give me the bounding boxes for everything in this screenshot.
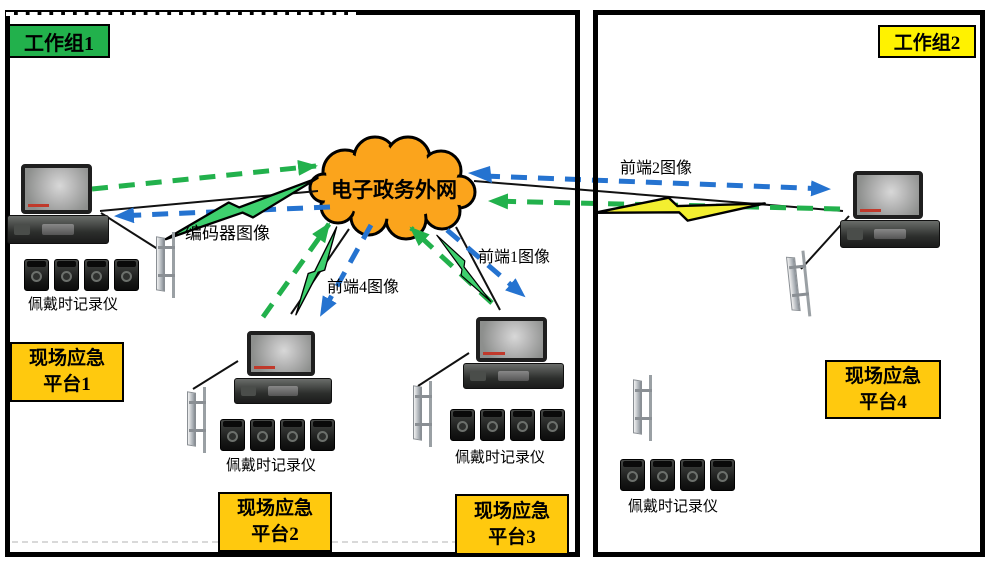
bodycam-label-platform3: 佩戴时记录仪 bbox=[455, 450, 546, 466]
bodycam-label-platform1: 佩戴时记录仪 bbox=[28, 297, 119, 313]
bodycam-icon bbox=[510, 409, 535, 441]
antenna-blade bbox=[413, 385, 422, 441]
antenna-bar bbox=[158, 274, 175, 277]
platform4-line1: 现场应急 bbox=[844, 365, 921, 387]
bodycam-icon bbox=[650, 459, 675, 491]
antenna-icon-platform1 bbox=[155, 232, 183, 300]
bodycam-icon bbox=[280, 419, 305, 451]
platform2-line2: 平台2 bbox=[251, 524, 299, 545]
front4-image-link-label: 前端4图像 bbox=[327, 279, 400, 296]
antenna-pole bbox=[801, 250, 812, 317]
laptop-screen bbox=[853, 171, 923, 219]
downlink-blue-arrows bbox=[114, 173, 831, 317]
bodycam-icon bbox=[250, 419, 275, 451]
platform4-label: 现场应急 平台4 bbox=[825, 360, 941, 419]
bodycam-group-platform3 bbox=[450, 409, 565, 441]
platform2-label: 现场应急 平台2 bbox=[218, 492, 332, 552]
laptop-screen bbox=[20, 164, 92, 214]
rugged-laptop-platform4-icon bbox=[840, 171, 940, 248]
workgroup2-label: 工作组2 bbox=[878, 25, 976, 58]
laptop-base bbox=[234, 377, 332, 404]
antenna-bar bbox=[189, 401, 206, 404]
platform1-label: 现场应急 平台1 bbox=[10, 342, 124, 402]
antenna-icon-platform3 bbox=[412, 381, 440, 449]
antenna-bar bbox=[415, 423, 432, 426]
laptop-screen bbox=[247, 331, 316, 377]
rugged-laptop-platform1-icon bbox=[7, 164, 109, 244]
bodycam-label-platform4: 佩戴时记录仪 bbox=[628, 499, 719, 515]
bodycam-icon bbox=[480, 409, 505, 441]
bodycam-icon bbox=[24, 259, 49, 291]
egov-extranet-cloud: 电子政务外网 bbox=[308, 135, 477, 241]
bodycam-icon bbox=[710, 459, 735, 491]
platform2-line1: 现场应急 bbox=[236, 498, 313, 520]
antenna-bar bbox=[158, 246, 175, 249]
platform4-line2: 平台4 bbox=[859, 391, 907, 413]
antenna-pole bbox=[172, 232, 175, 298]
bodycam-icon bbox=[620, 459, 645, 491]
laptop-base bbox=[7, 215, 109, 244]
antenna-pole bbox=[203, 387, 206, 453]
platform3-line1: 现场应急 bbox=[473, 500, 550, 522]
platform3-line2: 平台3 bbox=[488, 526, 536, 548]
antenna-blade bbox=[187, 391, 196, 447]
rugged-laptop-platform3-icon bbox=[463, 317, 564, 389]
bodycam-group-platform2 bbox=[220, 419, 335, 451]
workgroup1-label: 工作组1 bbox=[8, 24, 110, 58]
workgroup1-text: 工作组1 bbox=[24, 32, 94, 55]
antenna-bar bbox=[415, 395, 432, 398]
antenna-bar bbox=[189, 429, 206, 432]
bodycam-icon bbox=[220, 419, 245, 451]
workgroup2-text: 工作组2 bbox=[893, 33, 961, 54]
antenna-blade bbox=[633, 379, 642, 435]
bodycam-icon bbox=[114, 259, 139, 291]
front2-image-link-label: 前端2图像 bbox=[620, 160, 693, 177]
platform1-line2: 平台1 bbox=[43, 374, 91, 395]
platform1-line1: 现场应急 bbox=[28, 348, 105, 370]
front1-image-link-label: 前端1图像 bbox=[478, 249, 551, 266]
antenna-icon-platform2 bbox=[186, 387, 214, 455]
bodycam-group-platform4 bbox=[620, 459, 735, 491]
laptop-base bbox=[463, 363, 564, 389]
bodycam-icon bbox=[680, 459, 705, 491]
bodycam-icon bbox=[310, 419, 335, 451]
antenna-bar bbox=[635, 417, 652, 420]
bodycam-icon bbox=[54, 259, 79, 291]
laptop-screen bbox=[476, 317, 547, 362]
lightning-green-front1 bbox=[436, 234, 492, 303]
bodycam-icon bbox=[540, 409, 565, 441]
rugged-laptop-platform2-icon bbox=[234, 331, 332, 404]
antenna-pole bbox=[429, 381, 432, 447]
bodycam-icon bbox=[84, 259, 109, 291]
laptop-base bbox=[840, 220, 940, 248]
lightning-green-encoder bbox=[164, 176, 319, 241]
platform3-label: 现场应急 平台3 bbox=[455, 494, 569, 555]
bodycam-group-platform1 bbox=[24, 259, 139, 291]
cloud-label: 电子政务外网 bbox=[331, 178, 457, 202]
antenna-icon-workgroup2-spare bbox=[632, 375, 660, 443]
selection-marquee-dashes bbox=[6, 12, 356, 16]
lightning-yellow-front2 bbox=[593, 196, 766, 222]
encoder-image-link-label: 编码器图像 bbox=[185, 224, 270, 243]
antenna-blade bbox=[156, 236, 165, 292]
antenna-pole bbox=[649, 375, 652, 441]
lightning-green-front4 bbox=[295, 226, 338, 316]
bodycam-label-platform2: 佩戴时记录仪 bbox=[226, 458, 317, 474]
lightning-bolts bbox=[164, 176, 766, 316]
antenna-bar bbox=[635, 389, 652, 392]
blue-arrowhead-into-cloud bbox=[468, 166, 492, 183]
bodycam-icon bbox=[450, 409, 475, 441]
